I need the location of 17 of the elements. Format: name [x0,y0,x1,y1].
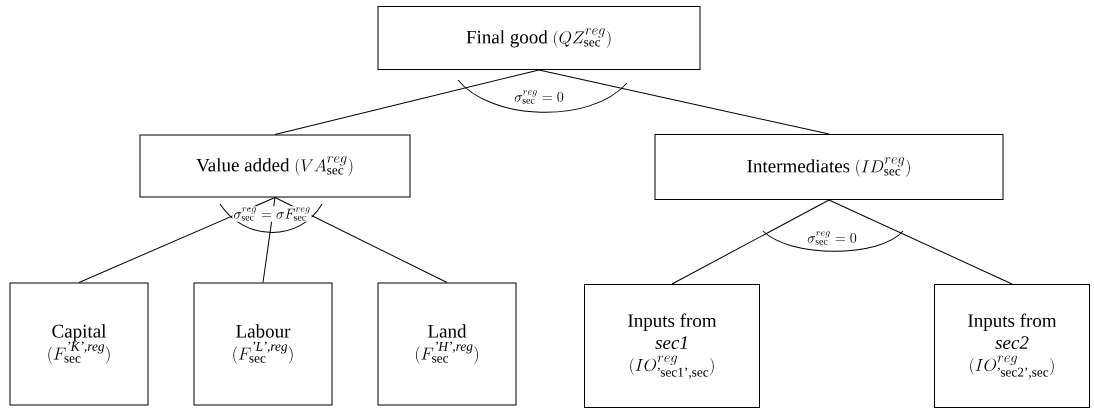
connector-line [274,69,540,135]
connector-line [274,197,448,283]
process-box: Value added $(VA_{\mathrm{sec}}^{reg})$ [139,134,411,198]
process-box: Inputs from sec1 $(IO_{\text{'sec1',sec}}^{reg})$ [584,284,760,408]
process-box: Capital $(F_{\mathrm{sec}}^{\textit{'K',reg}})$ [9,282,149,406]
process-box: Final good $(QZ_{\mathrm{sec}}^{reg})$ [377,6,701,70]
connector-line [78,197,276,283]
process-box: Land $(F_{\mathrm{sec}}^{\textit{'H',reg}})$ [377,282,517,406]
connector-line [828,199,1013,285]
elasticity-label: $\sigma_{\mathrm{sec}}^{reg} = 0$ [806,230,858,246]
process-box: Labour $(F_{\mathrm{sec}}^{\textit{'L',reg}})$ [193,282,333,406]
elasticity-label: $\sigma_{\mathrm{sec}}^{reg} = \sigma F_{\mathrm{sec}}^{reg}$ [232,206,312,222]
connector-line [671,199,830,285]
connector-line [538,69,830,135]
elasticity-label: $\sigma_{\mathrm{sec}}^{reg} = 0$ [513,89,565,105]
process-box: Intermediates $(ID_{\mathrm{sec}}^{reg})$ [654,134,1004,200]
process-box: Inputs from sec2 $(IO_{\text{'sec2',sec}}^{reg})$ [934,284,1090,408]
